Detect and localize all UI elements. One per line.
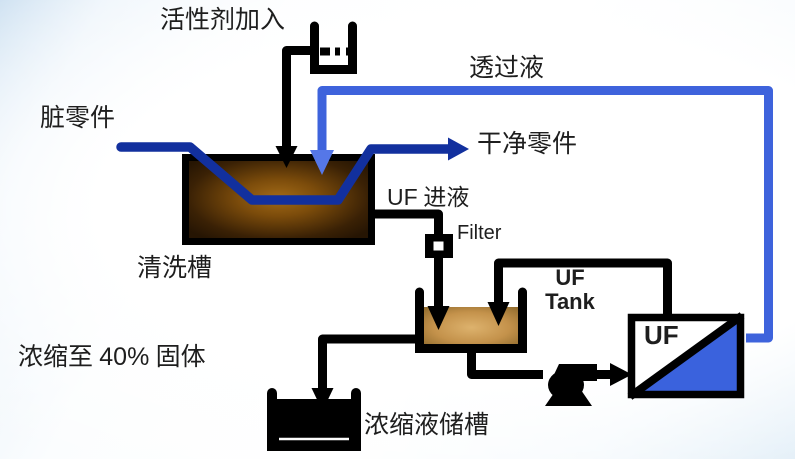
concentrate-pipe [318,334,417,390]
concentrate-note-prefix: 浓缩至 [18,344,94,371]
surfactant-feed-label: 活性剂加入 [160,7,286,34]
uf-tank-label-line2: Tank [545,289,595,315]
dirty-parts-label: 脏零件 [40,105,116,132]
uf-feed-label-cn: 进液 [423,185,470,210]
uf-feed-pipe [371,209,443,308]
uf-tank-label: UF Tank [534,265,606,315]
uf-module [627,312,745,400]
permeate-line [317,86,773,343]
pump-discharge-arrow-icon [610,363,632,386]
uf-feed-arrow-icon [427,306,450,330]
clean-parts-arrow-icon [448,137,469,161]
concentrate-note-value: 40% [99,343,150,371]
pump-suction-pipe [467,346,543,379]
filter-icon [425,234,453,258]
concentrate-note: 浓缩至 40% 固体 [18,343,206,372]
surfactant-pipe [282,46,313,148]
uf-feed-label-en: UF [387,184,418,210]
permeate-arrow-icon [310,150,334,175]
clean-parts-label: 干净零件 [477,131,578,158]
uf-feed-label: UF 进液 [387,184,470,210]
retentate-pipe [494,258,672,316]
filter-label: Filter [457,222,502,244]
surfactant-arrow-icon [275,146,298,168]
wash-tank-label: 清洗槽 [137,255,213,282]
permeate-label: 透过液 [469,55,545,82]
pump-icon [545,364,597,406]
uf-module-label: UF [644,320,679,350]
uf-tank-label-line1: UF [555,265,585,290]
concentrate-tank [267,388,361,451]
surfactant-cup-icon [310,21,357,74]
retentate-arrow-icon [487,302,510,326]
concentrate-tank-label: 浓缩液储槽 [364,412,490,439]
concentrate-note-suffix: 固体 [155,344,206,371]
parts-line [116,142,455,205]
